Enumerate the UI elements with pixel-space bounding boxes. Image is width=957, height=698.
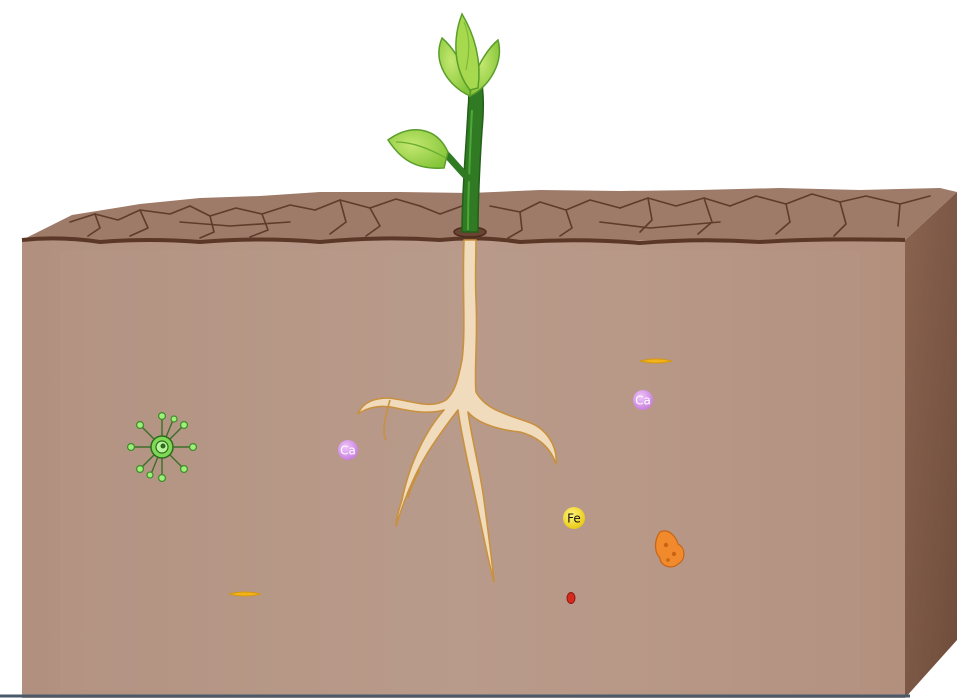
calcium-ion-left: Ca	[338, 440, 358, 460]
iron-ion: Fe	[563, 507, 585, 529]
soil-front-highlight	[60, 250, 860, 690]
soil-side-face	[905, 192, 957, 698]
iron-label: Fe	[567, 512, 581, 526]
microbe-icon	[128, 413, 197, 482]
yellow-dash-particle-right	[640, 359, 672, 363]
side-leaf	[388, 130, 448, 168]
yellow-dash-particle-left	[229, 592, 261, 596]
calcium-label-right: Ca	[635, 394, 651, 408]
calcium-ion-right: Ca	[633, 390, 653, 410]
red-particle	[567, 593, 575, 604]
top-bud	[439, 14, 499, 96]
calcium-label-left: Ca	[340, 444, 356, 458]
